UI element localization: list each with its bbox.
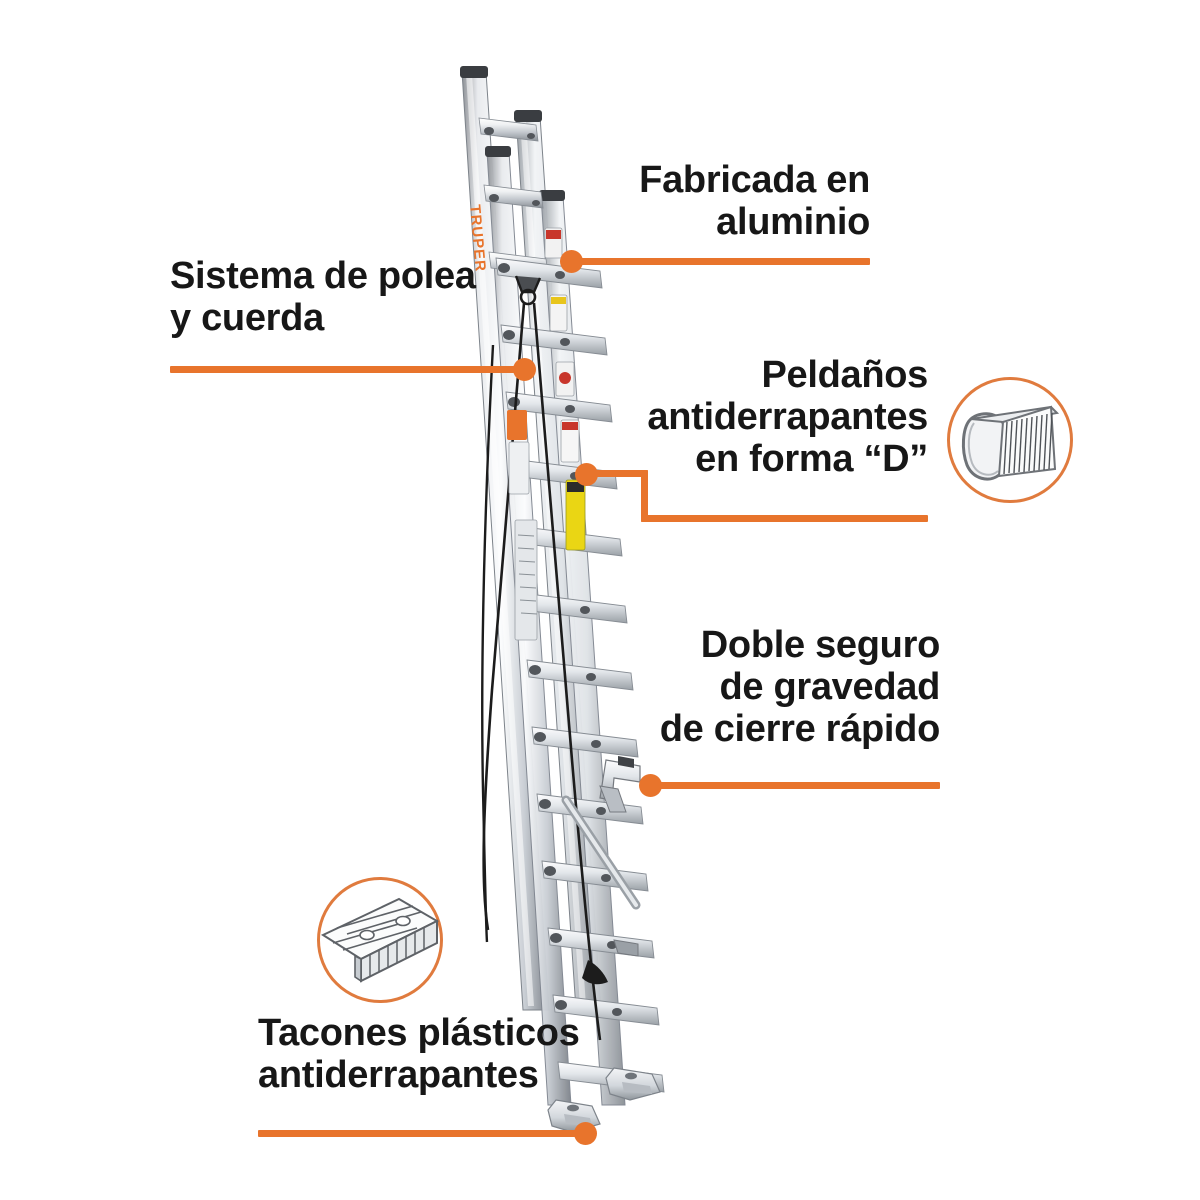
callout-dot-seguro: [639, 774, 662, 797]
truper-brand-mark: TRUPER: [466, 204, 489, 273]
callout-rule-peldanos-b: [641, 470, 648, 522]
callout-rule-seguro: [650, 782, 940, 789]
ribbed-plastic-shoe-icon: [320, 897, 440, 983]
callout-dot-polea: [513, 358, 536, 381]
callout-label-aluminio: Fabricada en aluminio: [639, 159, 870, 243]
d-shaped-rung-profile-icon: [961, 405, 1060, 481]
callout-dot-peldanos: [575, 463, 598, 486]
gravity-lock-hardware: [561, 756, 641, 957]
callout-label-seguro: Doble seguro de gravedad de cierre rápid…: [659, 624, 941, 750]
callout-label-peldanos: Peldaños antiderrapantes en forma “D”: [647, 354, 928, 480]
callout-rule-peldanos-a: [586, 470, 648, 477]
callout-rule-peldanos-c: [641, 515, 928, 522]
callout-label-polea: Sistema de polea y cuerda: [170, 255, 476, 339]
callout-dot-tacones: [574, 1122, 597, 1145]
callout-label-tacones: Tacones plásticos antiderrapantes: [258, 1012, 580, 1096]
svg-text:TRUPER: TRUPER: [466, 204, 489, 273]
callout-rule-polea: [170, 366, 530, 373]
ladder-warning-labels: [507, 227, 586, 641]
callout-rule-aluminio: [571, 258, 870, 265]
callout-rule-tacones: [258, 1130, 588, 1137]
callout-dot-aluminio: [560, 250, 583, 273]
